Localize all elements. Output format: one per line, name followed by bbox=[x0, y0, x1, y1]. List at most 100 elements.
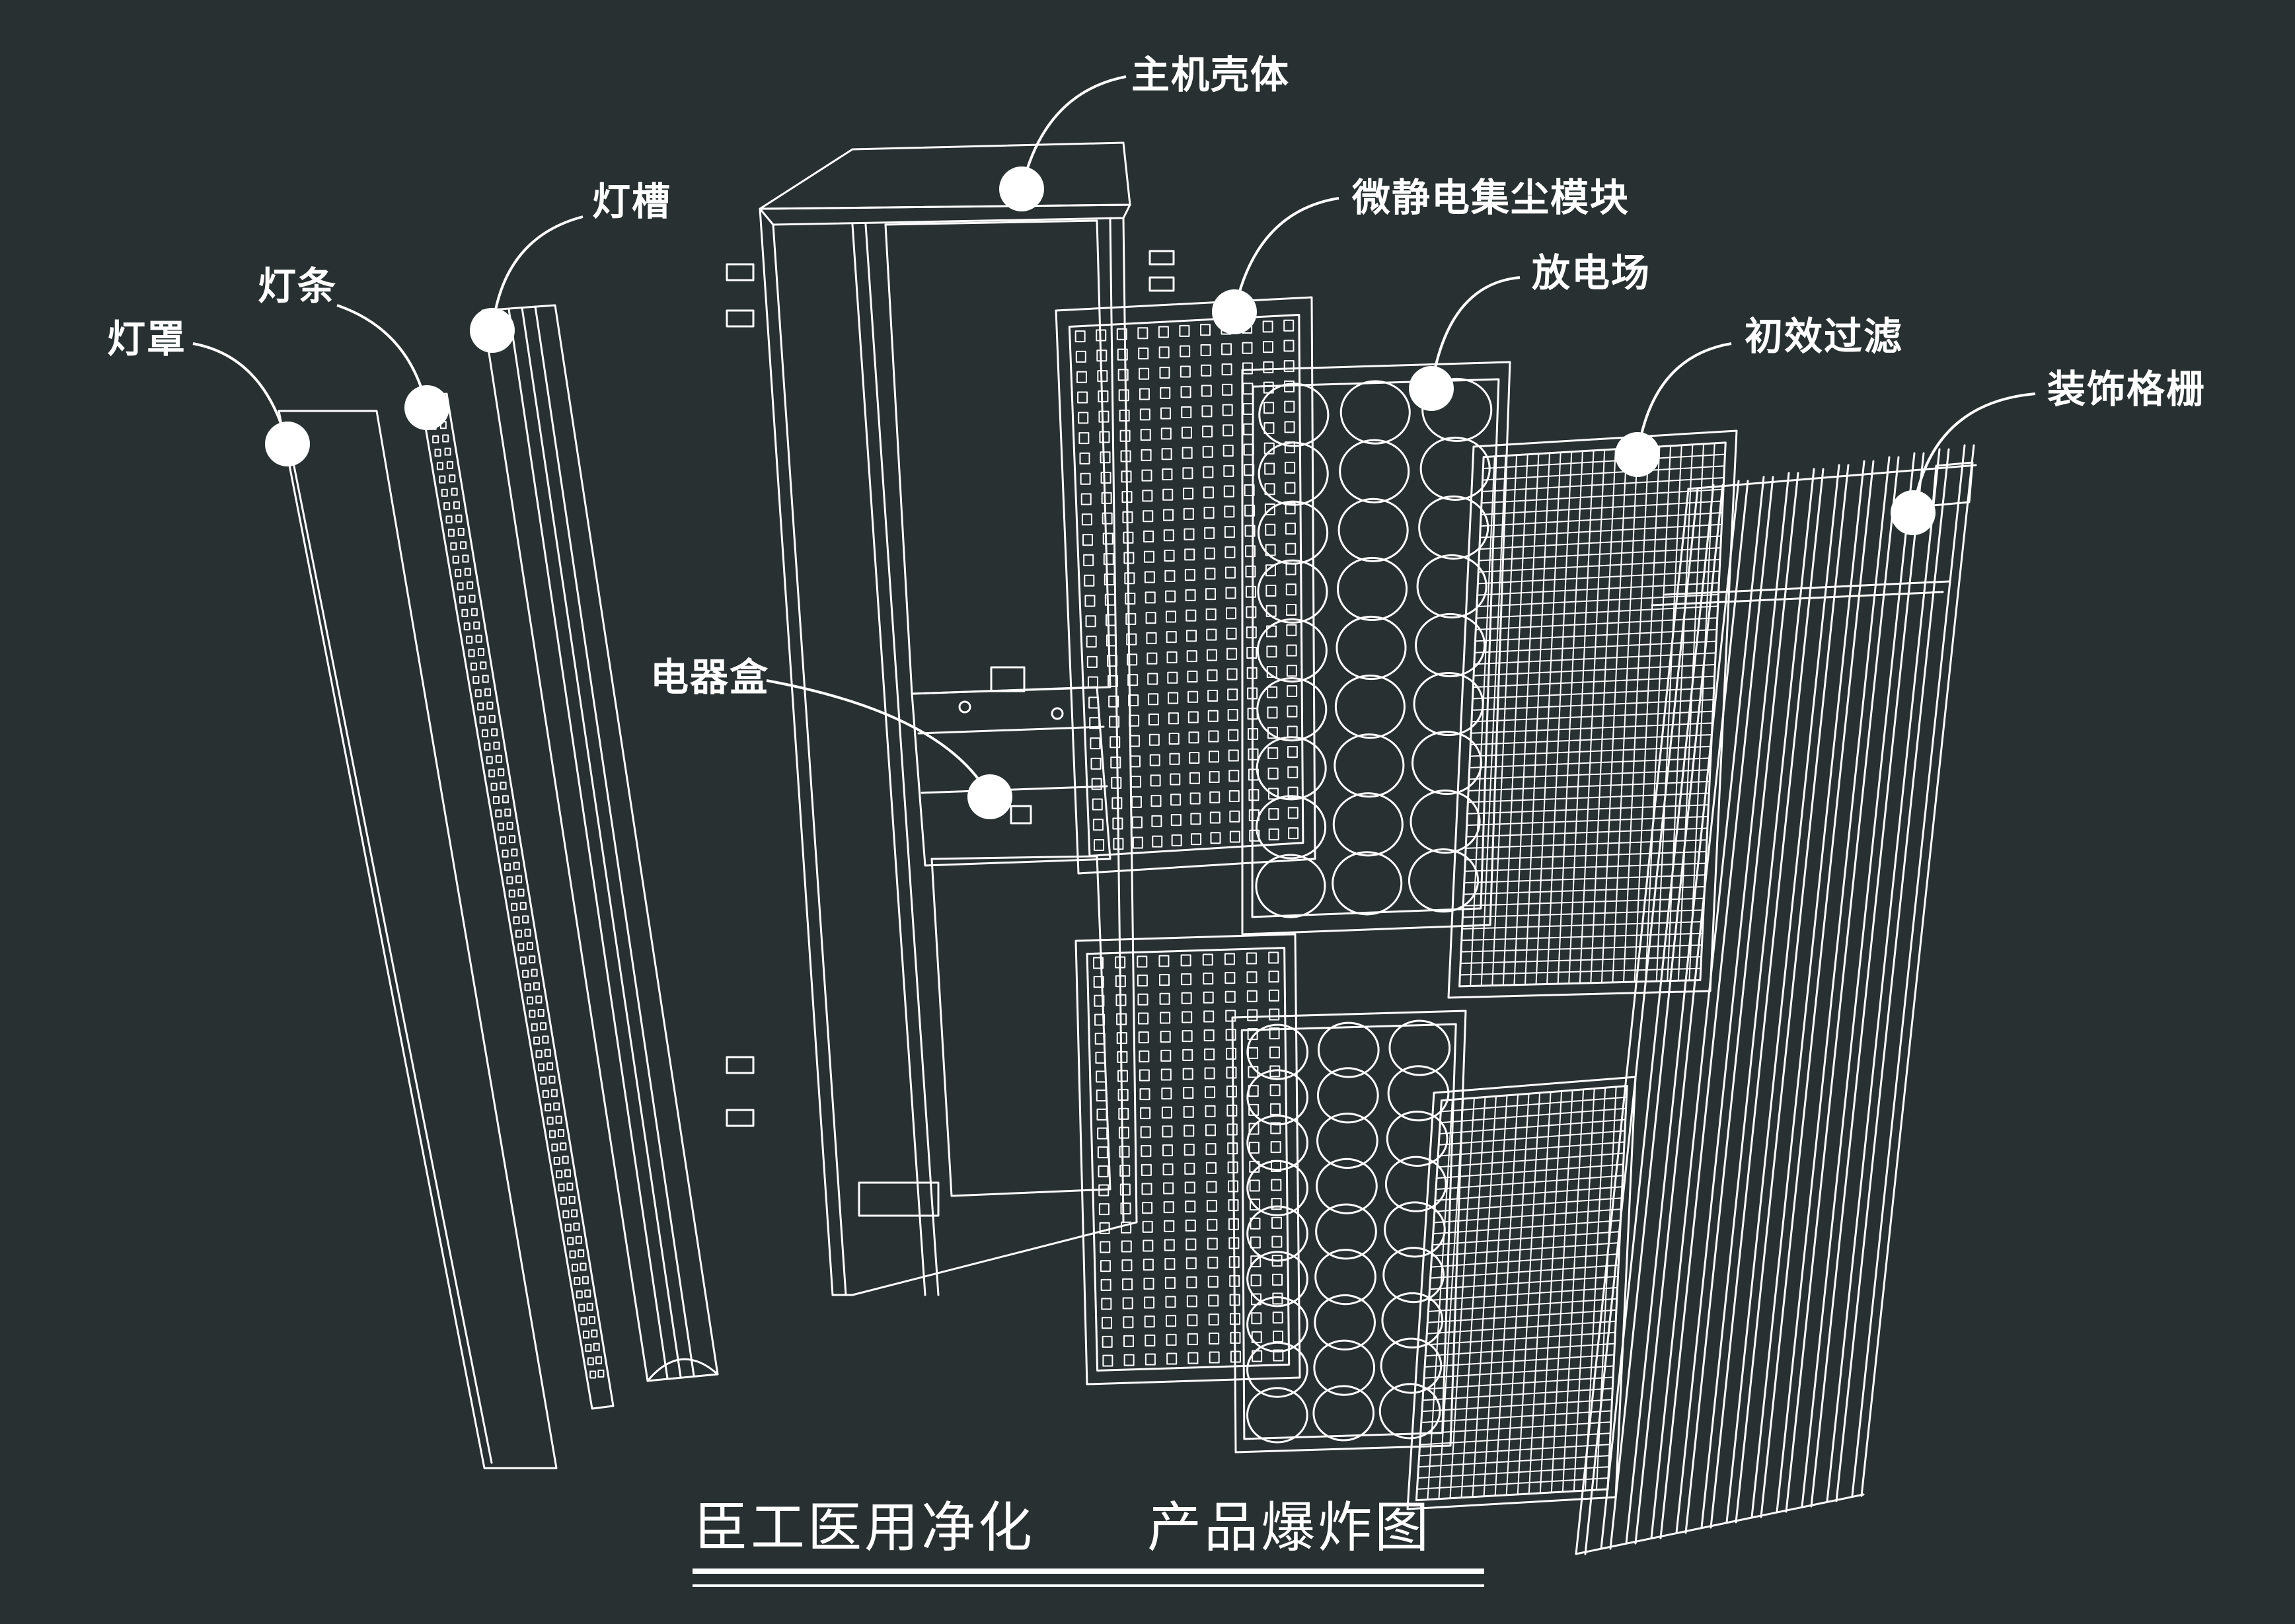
perforation bbox=[1247, 1009, 1258, 1021]
perforation bbox=[1119, 1146, 1130, 1158]
perforation bbox=[1160, 407, 1172, 420]
led-chip bbox=[467, 581, 474, 589]
perforation bbox=[1268, 951, 1279, 964]
discharge-field-lower bbox=[1231, 1010, 1467, 1454]
perforation bbox=[1097, 370, 1108, 383]
perforation bbox=[1184, 528, 1195, 540]
perforation bbox=[1273, 1349, 1284, 1362]
mesh-line bbox=[1440, 1096, 1628, 1113]
perforation bbox=[1190, 813, 1201, 825]
perforation bbox=[1285, 523, 1296, 535]
perforation bbox=[1269, 1027, 1280, 1040]
label-electrical-box: 电器盒 bbox=[650, 655, 770, 700]
perforation bbox=[1272, 1292, 1283, 1305]
perforation bbox=[1205, 1086, 1216, 1099]
perforation bbox=[1269, 1084, 1281, 1097]
perforation bbox=[1090, 737, 1101, 750]
perforation bbox=[1201, 364, 1212, 377]
title-underline-thick bbox=[693, 1569, 1484, 1574]
perforation bbox=[1188, 731, 1199, 744]
perforation bbox=[1143, 1259, 1154, 1271]
led-chip bbox=[519, 956, 527, 965]
discharge-ring bbox=[1408, 848, 1480, 913]
perforation bbox=[1087, 676, 1098, 688]
led-chip bbox=[517, 943, 525, 951]
perforation bbox=[1206, 1200, 1217, 1212]
perforation bbox=[1181, 406, 1192, 418]
perforation bbox=[1149, 754, 1160, 766]
led-chip bbox=[443, 502, 451, 511]
grille-cross-bar bbox=[1664, 580, 1951, 596]
discharge-ring bbox=[1258, 383, 1330, 447]
perforation bbox=[1169, 753, 1180, 765]
perforation bbox=[1079, 452, 1090, 464]
perforation bbox=[1207, 1237, 1218, 1250]
perforation bbox=[1246, 952, 1258, 965]
callout-marker bbox=[265, 422, 310, 466]
perforation bbox=[1201, 385, 1212, 397]
led-chip bbox=[553, 1156, 560, 1165]
perforation bbox=[1166, 631, 1177, 644]
led-chip bbox=[473, 621, 480, 630]
led-chip bbox=[486, 701, 494, 710]
perforation bbox=[1126, 633, 1137, 646]
mesh-line bbox=[1434, 1186, 1623, 1201]
perforation bbox=[1189, 792, 1201, 805]
mesh-line bbox=[1439, 1107, 1627, 1124]
perforation bbox=[1205, 568, 1216, 580]
lamp-cover-edge bbox=[284, 422, 493, 1464]
perforation bbox=[1168, 692, 1179, 704]
leader-primary-filter bbox=[1636, 342, 1732, 455]
perforation bbox=[1119, 409, 1130, 422]
perforation bbox=[1184, 1144, 1195, 1156]
perforation bbox=[1227, 688, 1238, 701]
perforation bbox=[1127, 653, 1138, 666]
discharge-ring bbox=[1246, 1069, 1309, 1126]
perforation bbox=[1268, 989, 1279, 1002]
led-chip bbox=[488, 769, 496, 778]
discharge-ring bbox=[1387, 1065, 1450, 1122]
mesh-line bbox=[1432, 1220, 1622, 1235]
led-chip bbox=[513, 916, 520, 924]
perforation bbox=[1205, 1105, 1216, 1117]
mesh-line bbox=[1431, 1231, 1621, 1246]
label-main-housing: 主机壳体 bbox=[1131, 52, 1291, 97]
perforation bbox=[1132, 836, 1143, 849]
perforation bbox=[1098, 1184, 1110, 1197]
perforation bbox=[1162, 1163, 1174, 1175]
discharge-ring bbox=[1256, 795, 1327, 860]
perforation bbox=[1080, 493, 1092, 505]
mesh-line bbox=[1420, 1410, 1612, 1424]
perforation bbox=[1182, 1068, 1193, 1080]
discharge-ring bbox=[1258, 441, 1329, 506]
perforation bbox=[1142, 490, 1153, 502]
perforation bbox=[1224, 972, 1236, 984]
perforation bbox=[1285, 502, 1296, 515]
led-chip bbox=[492, 795, 500, 804]
led-chip bbox=[595, 1356, 603, 1364]
perforation bbox=[1183, 1105, 1194, 1118]
perforation bbox=[1207, 1257, 1219, 1269]
perforation bbox=[1284, 421, 1295, 433]
grille-slat bbox=[1584, 488, 1699, 1555]
perforation bbox=[1271, 1198, 1282, 1210]
perforation bbox=[1096, 1089, 1107, 1102]
perforation bbox=[1204, 1048, 1215, 1060]
perforation bbox=[1203, 991, 1214, 1004]
perforation bbox=[1162, 1125, 1173, 1138]
perforation bbox=[1250, 1255, 1261, 1268]
perforation bbox=[1287, 705, 1298, 718]
discharge-ring bbox=[1255, 854, 1326, 918]
perforation bbox=[1286, 604, 1297, 616]
perforation bbox=[1097, 1127, 1108, 1140]
perforation bbox=[1269, 1008, 1280, 1021]
perforation bbox=[1285, 542, 1297, 555]
led-chip bbox=[526, 941, 533, 950]
perforation bbox=[1121, 1259, 1133, 1272]
perforation bbox=[1094, 1033, 1106, 1045]
housing-base bbox=[851, 1221, 1138, 1296]
led-chip bbox=[526, 996, 533, 1005]
perforation bbox=[1272, 1273, 1283, 1286]
perforation bbox=[1209, 771, 1220, 784]
perforation bbox=[1187, 690, 1199, 703]
